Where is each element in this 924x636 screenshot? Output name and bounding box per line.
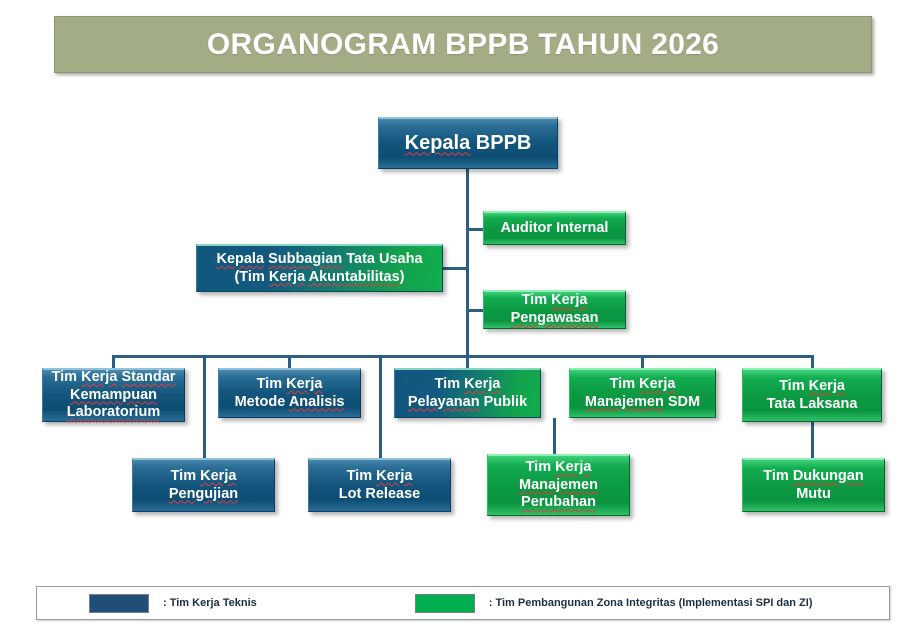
node-auditor-internal-label: Auditor Internal [500, 219, 609, 236]
legend-item-zona-integritas: : Tim Pembangunan Zona Integritas (Imple… [414, 587, 813, 619]
connector-drop-sdm [641, 355, 644, 369]
connector-to-auditor [466, 228, 484, 231]
node-auditor-internal[interactable]: Auditor Internal [483, 211, 626, 245]
node-kepala-subbagian-tata-usaha-label: Kepala Subbagian Tata Usaha(Tim Kerja Ak… [216, 250, 423, 285]
connector-drop-pelayanan [466, 355, 469, 369]
legend-swatch-navy [89, 593, 149, 613]
connector-bus-divisions [112, 355, 814, 358]
connector-metode-to-lot-release [379, 355, 382, 458]
connector-standar-lab-to-pengujian [203, 355, 206, 458]
legend: : Tim Kerja Teknis : Tim Pembangunan Zon… [36, 586, 890, 620]
connector-to-tata-usaha [443, 267, 468, 270]
connector-drop-tata-laksana [811, 355, 814, 369]
page-title-banner: ORGANOGRAM BPPB TAHUN 2026 [54, 16, 872, 73]
connector-to-pengawasan [466, 309, 484, 312]
connector-drop-metode [288, 355, 291, 369]
connector-pelayanan-to-perubahan [553, 418, 556, 454]
connector-drop-standar-lab [112, 355, 115, 369]
legend-swatch-green [414, 593, 475, 613]
legend-item-tim-kerja-teknis: : Tim Kerja Teknis [89, 587, 257, 619]
legend-label-zona-integritas: : Tim Pembangunan Zona Integritas (Imple… [488, 597, 813, 609]
page-title: ORGANOGRAM BPPB TAHUN 2026 [206, 27, 720, 61]
node-kepala-bppb[interactable]: Kepala BPPB [378, 117, 558, 169]
connector-tata-laksana-to-dukungan [811, 422, 814, 458]
node-kepala-subbagian-tata-usaha[interactable]: Kepala Subbagian Tata Usaha(Tim Kerja Ak… [196, 244, 443, 292]
legend-label-tim-kerja-teknis: : Tim Kerja Teknis [163, 597, 257, 609]
connector-spine-main [466, 168, 469, 357]
node-kepala-bppb-label: Kepala BPPB [404, 132, 532, 155]
